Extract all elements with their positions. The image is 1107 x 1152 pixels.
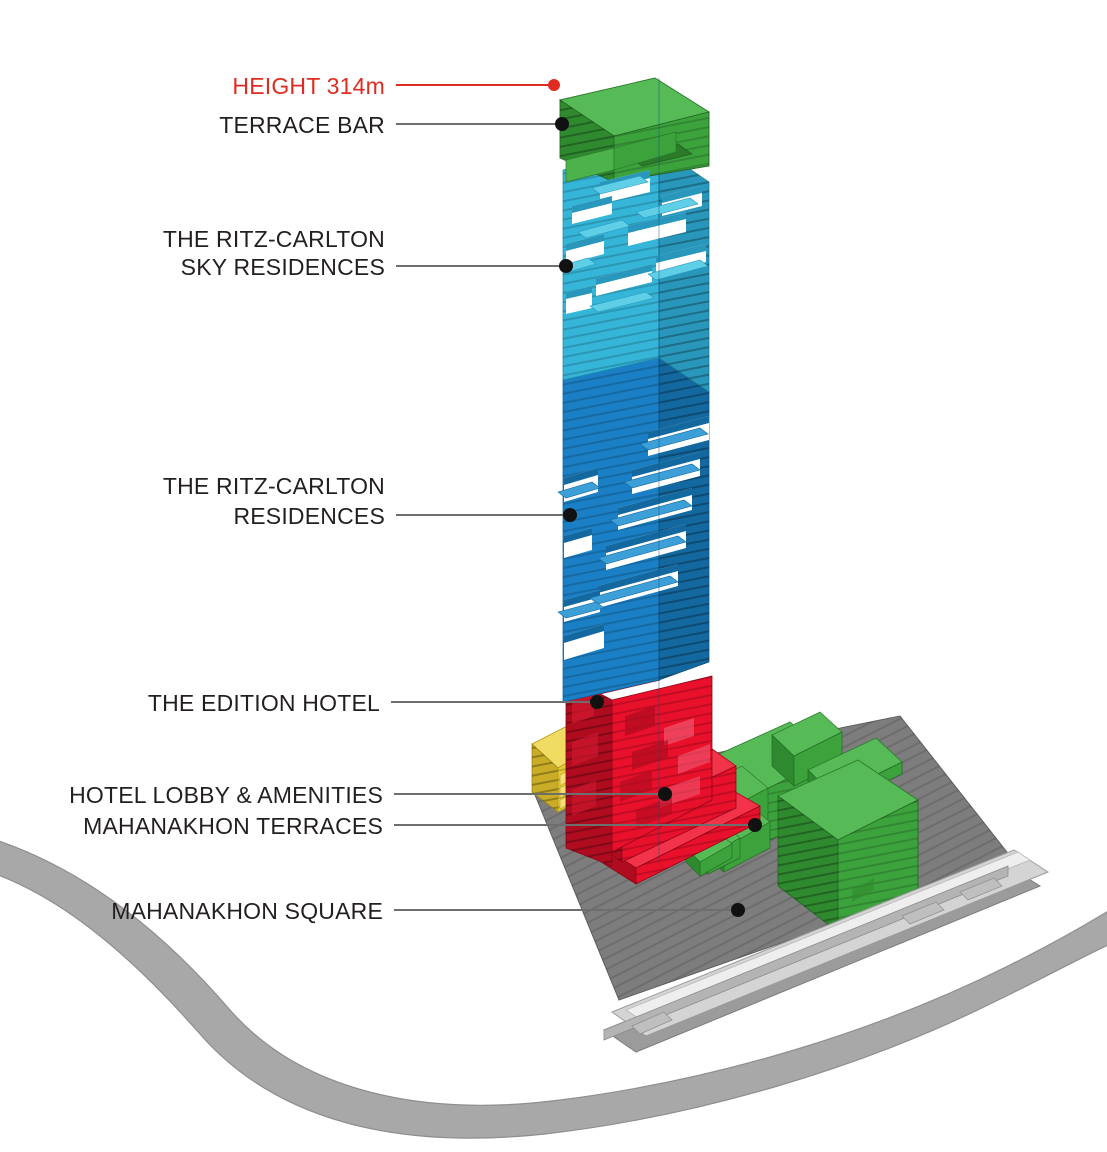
viaduct-bracket	[631, 1011, 673, 1035]
viaduct-rail-band	[625, 851, 1031, 1019]
viaduct-bracket	[959, 877, 1003, 901]
projecting-slab	[609, 499, 693, 527]
ribbon-edge	[566, 234, 604, 251]
edition-hotel-podium	[565, 653, 761, 885]
ribbon-edge	[632, 452, 700, 477]
projecting-slab	[623, 463, 701, 489]
sky-residences-leader-dot	[559, 259, 573, 273]
pixel-notch	[664, 718, 694, 746]
east-block-left-texture	[778, 796, 838, 932]
sky-residences-label-line2: SKY RESIDENCES	[181, 254, 385, 280]
ribbon-edge	[628, 212, 686, 233]
tower-shaft	[557, 77, 711, 862]
projecting-slab	[577, 219, 631, 239]
height-label: HEIGHT 314m	[232, 73, 385, 99]
ribbon-edge	[598, 564, 678, 593]
ribbon-edge	[564, 624, 604, 643]
annotation-sky-residences[interactable]: THE RITZ-CARLTON SKY RESIDENCES	[163, 226, 573, 280]
residences-side-texture	[659, 356, 709, 680]
ribbon-edge	[564, 468, 598, 485]
viaduct-bracket	[901, 901, 945, 925]
residences-label-line1: THE RITZ-CARLTON	[163, 473, 385, 499]
pixel-notch	[625, 706, 655, 736]
ribbon-edge	[618, 488, 692, 515]
projecting-slab	[597, 535, 687, 565]
projecting-slab	[589, 291, 655, 313]
ribbon-edge	[606, 524, 686, 553]
pixel-notch	[572, 732, 598, 766]
annotation-layer: HEIGHT 314m TERRACE BAR THE RITZ-CARLTON…	[69, 73, 762, 924]
crown-skirt-front	[613, 131, 677, 171]
mahanakhon-square-leader-dot	[731, 903, 745, 917]
ribbon-edge	[656, 244, 706, 263]
residences-leader-dot	[563, 508, 577, 522]
hotel-shaft-left-texture	[566, 676, 612, 866]
projecting-slab	[557, 601, 605, 619]
terrace-bar-label: TERRACE BAR	[219, 112, 385, 138]
ribbon-edge	[564, 528, 592, 543]
annotation-residences[interactable]: THE RITZ-CARLTON RESIDENCES	[163, 473, 577, 529]
ribbon-edge	[648, 416, 709, 439]
projecting-slab	[591, 175, 649, 195]
sky-residences-label-line1: THE RITZ-CARLTON	[163, 226, 385, 252]
mahanakhon-terraces-label: MAHANAKHON TERRACES	[83, 813, 383, 839]
pixel-notch	[572, 780, 596, 816]
sky-pixel-ribbon	[559, 170, 709, 314]
ribbon-edge	[596, 264, 652, 285]
annotation-terrace-bar[interactable]: TERRACE BAR	[219, 112, 569, 138]
hotel-lobby-label: HOTEL LOBBY & AMENITIES	[69, 782, 383, 808]
viaduct-beam	[603, 865, 1009, 1041]
east-block-notch	[852, 878, 874, 902]
annotation-edition-hotel[interactable]: THE EDITION HOTEL	[148, 690, 604, 716]
projecting-slab	[647, 259, 709, 281]
ribbon-edge	[566, 286, 592, 299]
projecting-slab	[557, 481, 601, 499]
residences-label-line2: RESIDENCES	[233, 503, 385, 529]
edition-hotel-label: THE EDITION HOTEL	[148, 690, 380, 716]
projecting-slab	[639, 427, 709, 451]
pixel-notch	[632, 740, 668, 770]
terrace-bar-leader-dot	[555, 117, 569, 131]
site-road	[0, 840, 1107, 1139]
ribbon-edge	[662, 186, 702, 203]
viaduct-brackets	[631, 877, 1003, 1035]
mahanakhon-square-label: MAHANAKHON SQUARE	[111, 898, 383, 924]
hotel-lobby-leader-dot	[658, 787, 672, 801]
annotation-height[interactable]: HEIGHT 314m	[232, 73, 560, 99]
annotation-mahanakhon-terraces[interactable]: MAHANAKHON TERRACES	[83, 813, 762, 839]
projecting-slab	[635, 197, 699, 219]
road-surface	[0, 840, 1107, 1139]
annotation-mahanakhon-square[interactable]: MAHANAKHON SQUARE	[111, 898, 745, 924]
pixel-notch	[678, 744, 710, 774]
annotation-hotel-lobby[interactable]: HOTEL LOBBY & AMENITIES	[69, 782, 672, 808]
height-leader-dot	[548, 79, 560, 91]
pixel-notch	[572, 692, 594, 724]
skytrain-viaduct	[602, 849, 1050, 1053]
edition-hotel-leader-dot	[590, 695, 604, 709]
pixel-notch	[636, 796, 672, 828]
residences-pixel-ribbon	[557, 416, 709, 660]
ribbon-edge	[572, 196, 612, 213]
ribbon-edge	[564, 590, 600, 607]
terrace-bar-crown	[558, 77, 711, 183]
mahanakhon-terraces-leader-dot	[748, 818, 762, 832]
